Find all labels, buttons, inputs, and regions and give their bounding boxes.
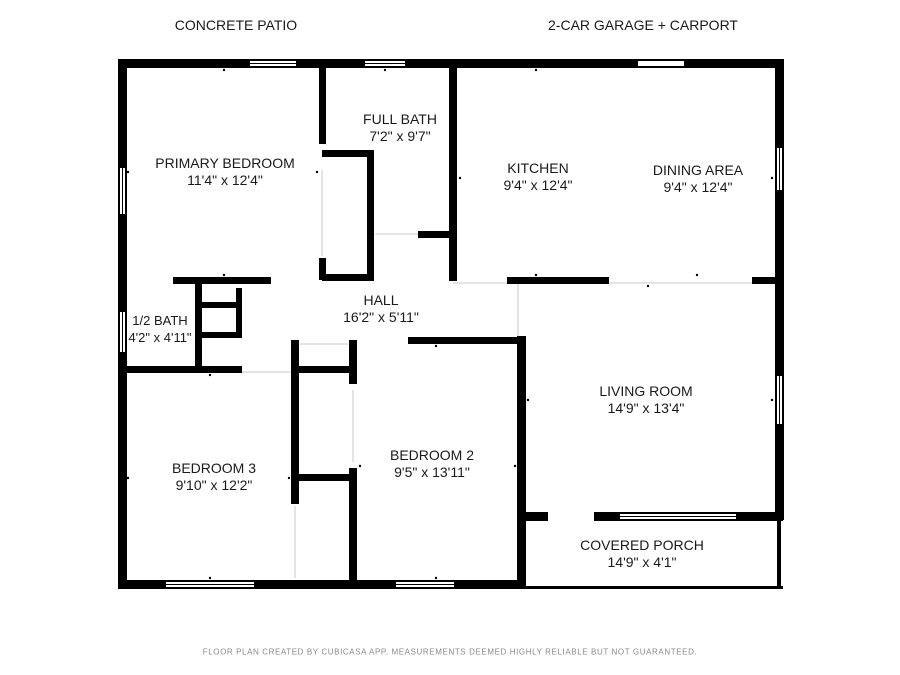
room-full-bath: FULL BATH 7'2" x 9'7" bbox=[363, 111, 437, 145]
disclaimer-footer: FLOOR PLAN CREATED BY CUBICASA APP. MEAS… bbox=[202, 647, 698, 657]
room-half-bath: 1/2 BATH 4'2" x 4'11" bbox=[128, 312, 191, 346]
room-kitchen: KITCHEN 9'4" x 12'4" bbox=[504, 160, 573, 194]
wall-bed2-left-lower bbox=[349, 468, 357, 589]
wall-primary-bottom bbox=[173, 277, 271, 284]
wall-half-bath-bottom bbox=[122, 366, 242, 373]
room-dining-area: DINING AREA 9'4" x 12'4" bbox=[653, 162, 743, 196]
room-name: LIVING ROOM bbox=[599, 383, 693, 399]
wall-closet-right bbox=[367, 150, 374, 280]
wall-bottom-left bbox=[118, 580, 526, 589]
garage-label: 2-CAR GARAGE + CARPORT bbox=[548, 17, 738, 33]
room-name: KITCHEN bbox=[507, 160, 569, 176]
room-dimensions: 9'4" x 12'4" bbox=[663, 179, 733, 195]
patio-label: CONCRETE PATIO bbox=[174, 17, 298, 33]
room-name: DINING AREA bbox=[652, 162, 744, 178]
wall-cabinet-2 bbox=[199, 332, 241, 338]
wall-porch-right bbox=[777, 517, 781, 589]
room-living-room: LIVING ROOM 14'9" x 13'4" bbox=[599, 383, 692, 417]
wall-porch-bottom bbox=[522, 586, 783, 589]
room-dimensions: 11'4" x 12'4" bbox=[187, 172, 263, 188]
window-lines bbox=[122, 63, 780, 585]
wall-closet-top bbox=[322, 150, 374, 157]
room-primary-bedroom: PRIMARY BEDROOM 11'4" x 12'4" bbox=[155, 155, 295, 189]
room-dimensions: 9'10" x 12'2" bbox=[175, 477, 253, 493]
room-dimensions: 7'2" x 9'7" bbox=[369, 128, 431, 144]
room-name: HALL bbox=[363, 292, 399, 308]
wall-closet-bottom bbox=[322, 274, 374, 281]
room-name: BEDROOM 3 bbox=[171, 460, 257, 476]
wall-kitchen-bottom bbox=[507, 277, 609, 284]
window-dining-top bbox=[638, 61, 684, 66]
room-hall: HALL 16'2" x 5'11" bbox=[343, 292, 419, 326]
wall-porch-left bbox=[522, 512, 526, 589]
room-bedroom-2: BEDROOM 2 9'5" x 13'11" bbox=[390, 447, 474, 481]
wall-closet-mid-top bbox=[295, 366, 355, 373]
walls bbox=[118, 59, 784, 589]
dimension-ticks bbox=[126, 68, 774, 580]
room-name: 1/2 BATH bbox=[132, 313, 188, 328]
wall-bath-bottom bbox=[418, 231, 454, 238]
room-dimensions: 16'2" x 5'11" bbox=[343, 309, 419, 325]
room-name: COVERED PORCH bbox=[580, 537, 704, 553]
door-traces bbox=[242, 170, 752, 578]
room-name: PRIMARY BEDROOM bbox=[155, 155, 295, 171]
room-covered-porch: COVERED PORCH 14'9" x 4'1" bbox=[580, 537, 704, 571]
room-dimensions: 4'2" x 4'11" bbox=[128, 330, 192, 345]
wall-cabinet-side bbox=[236, 288, 242, 338]
wall-right bbox=[775, 59, 784, 520]
wall-dining-bottom bbox=[752, 277, 780, 284]
room-dimensions: 14'9" x 13'4" bbox=[607, 400, 685, 416]
wall-primary-right bbox=[319, 64, 326, 144]
room-dimensions: 9'5" x 13'11" bbox=[394, 464, 470, 480]
wall-cabinet-1 bbox=[199, 302, 241, 308]
wall-bed3-right bbox=[291, 340, 299, 504]
room-name: BEDROOM 2 bbox=[389, 447, 475, 463]
wall-closet-mid bbox=[295, 474, 355, 481]
wall-top bbox=[118, 59, 783, 68]
wall-bed2-top bbox=[408, 337, 522, 344]
wall-primary-right-lower bbox=[319, 258, 326, 280]
room-dimensions: 9'4" x 12'4" bbox=[503, 177, 573, 193]
wall-half-bath-right bbox=[195, 284, 202, 366]
door-living-porch bbox=[548, 512, 594, 521]
wall-kitchen-left bbox=[449, 64, 457, 281]
wall-bed2-left bbox=[349, 340, 357, 384]
room-bedroom-3: BEDROOM 3 9'10" x 12'2" bbox=[172, 460, 256, 494]
room-dimensions: 14'9" x 4'1" bbox=[607, 554, 677, 570]
room-name: FULL BATH bbox=[363, 111, 437, 127]
wall-living-right-step bbox=[517, 336, 526, 589]
